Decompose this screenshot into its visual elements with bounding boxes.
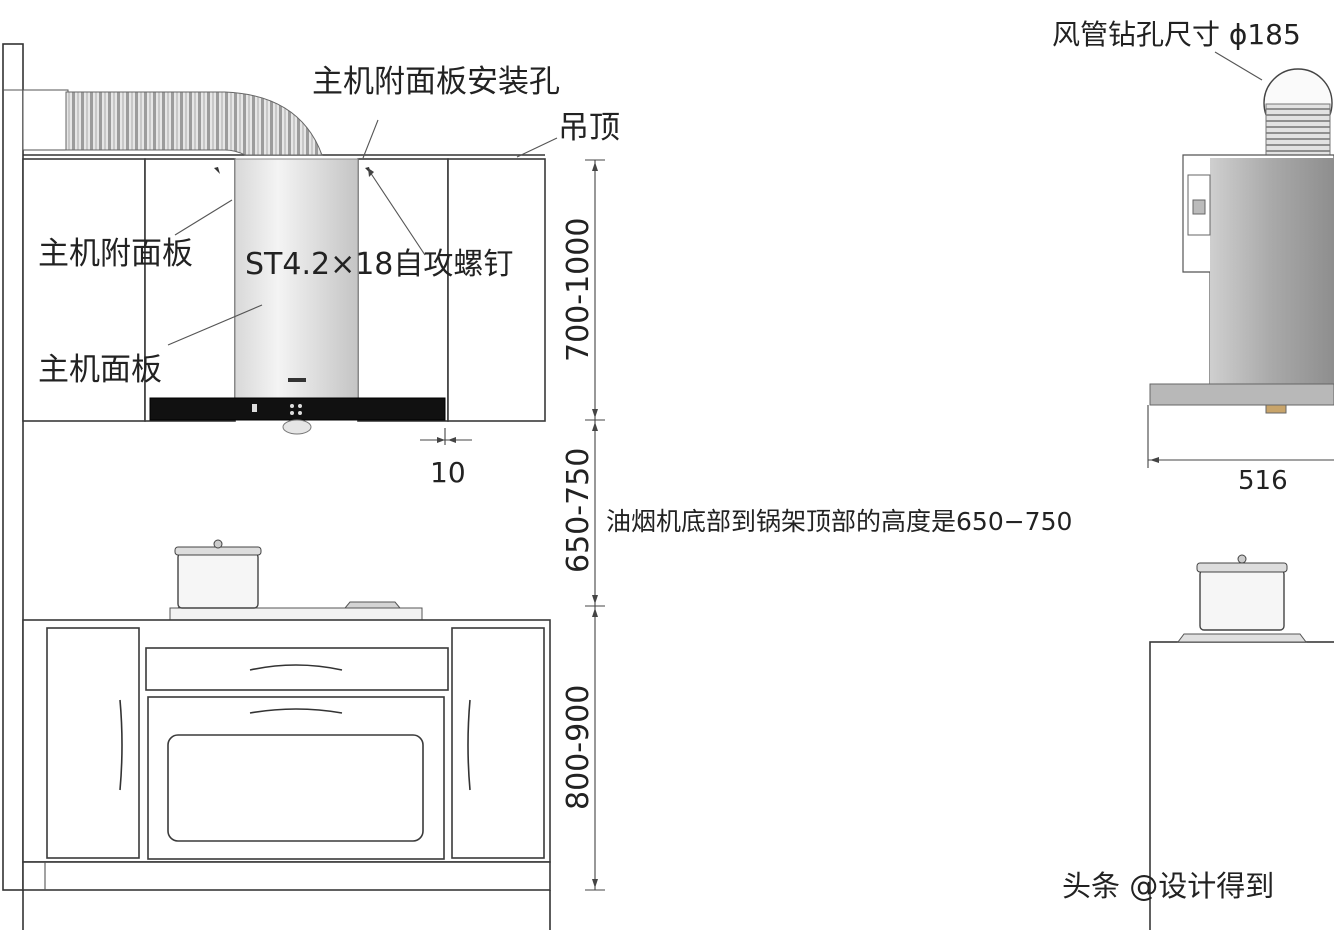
range-hood-side	[1149, 51, 1334, 414]
screw-label: ST4.2×18自攻螺钉	[245, 247, 513, 282]
panel-hole-label: 主机附面板安装孔	[312, 64, 560, 100]
leader-lines	[167, 119, 558, 346]
duct-hole-label: 风管钻孔尺寸 ϕ185	[1052, 18, 1301, 51]
side-cabinet-and-pot	[1149, 554, 1334, 933]
main-panel-label: 主机面板	[38, 352, 162, 388]
lower-cabinets	[22, 619, 551, 930]
gap-label: 10	[430, 456, 466, 489]
aux-panel-label: 主机附面板	[38, 236, 193, 272]
watermark: 头条 @设计得到	[1062, 869, 1274, 903]
dim-upper: 700-1000	[561, 218, 596, 362]
depth-dimension	[1147, 405, 1334, 468]
flexible-duct	[22, 89, 323, 156]
dim-middle: 650-750	[561, 448, 596, 573]
stove-and-pot	[169, 539, 423, 621]
dim-lower: 800-900	[561, 685, 596, 810]
upper-cabinets	[22, 158, 546, 422]
height-note: 油烟机底部到锅架顶部的高度是650−750	[606, 507, 1072, 536]
vertical-dimensions	[585, 159, 605, 891]
gap-dimension	[420, 428, 472, 445]
depth-label: 516	[1238, 466, 1288, 496]
ceiling-label: 吊顶	[558, 110, 620, 146]
range-hood-front	[149, 158, 446, 435]
left-wall	[2, 43, 24, 891]
